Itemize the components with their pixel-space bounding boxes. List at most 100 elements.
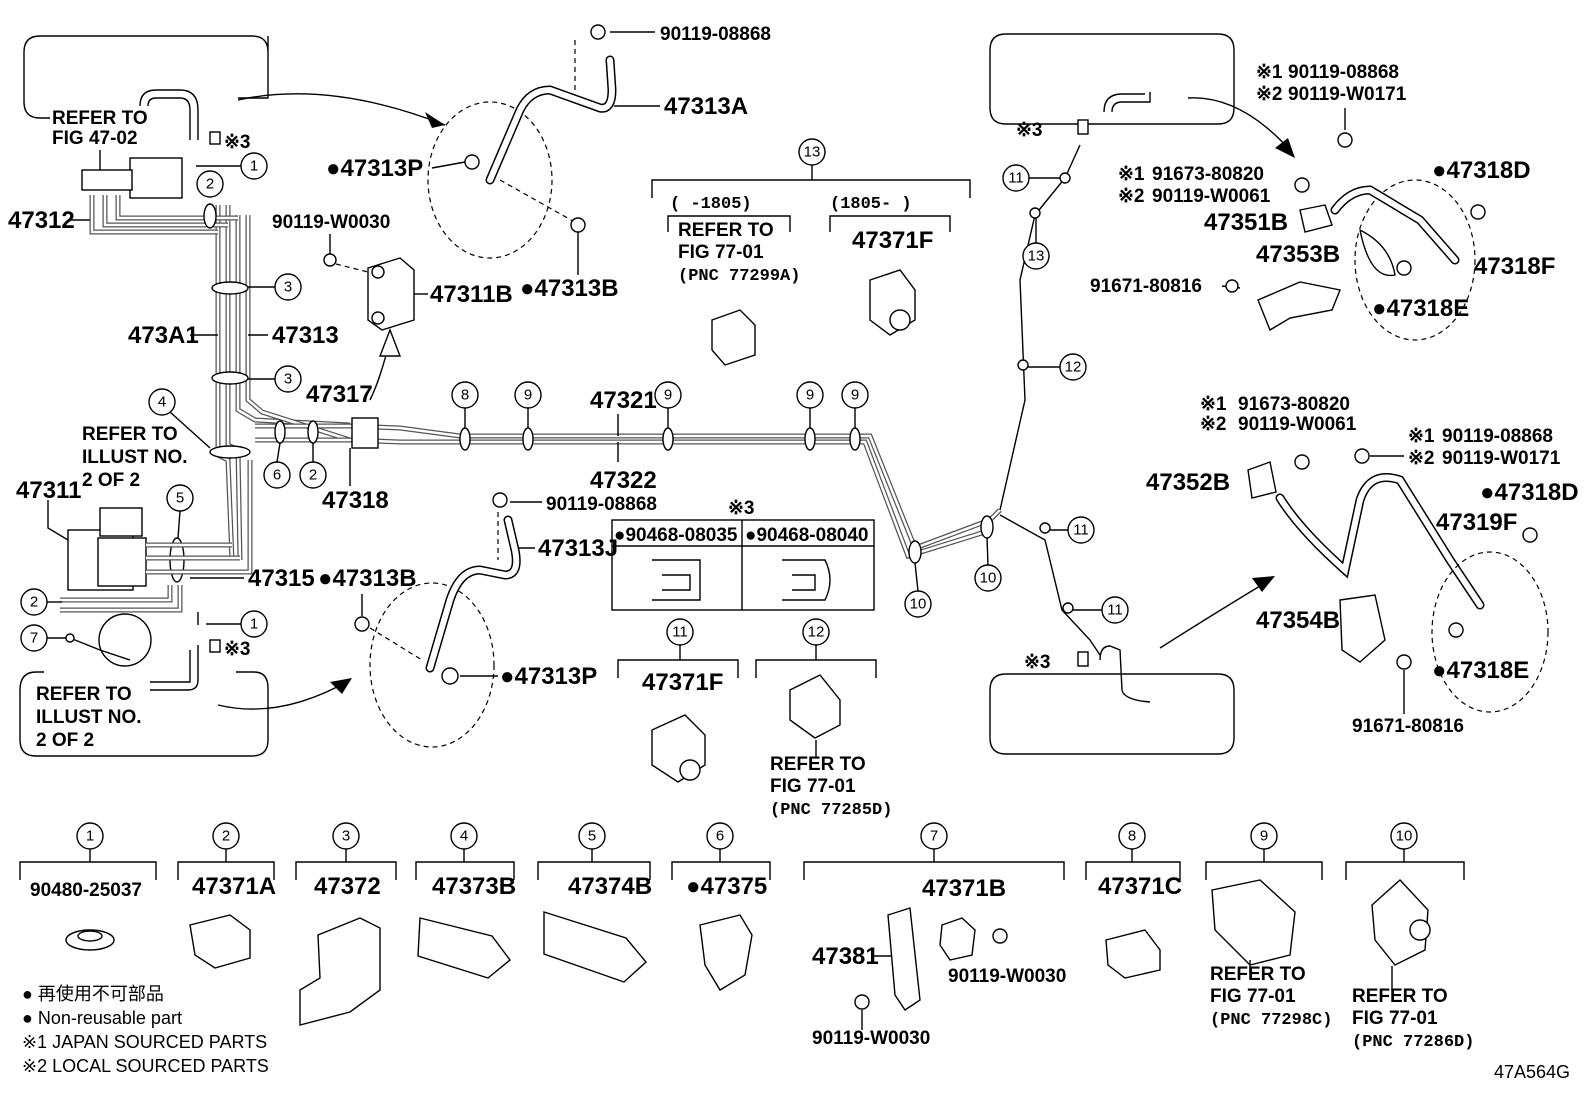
- refer-7701a-l1: REFER TO: [678, 220, 774, 241]
- brake-booster: [98, 613, 152, 667]
- label-90119-W0061-br: 90119-W0061: [1238, 414, 1357, 435]
- callouts: 1 2 3 3 4 5 6 2 2 7 1 8 9 9 9 9 10 10 11…: [20, 138, 1129, 652]
- label-47321: 47321: [590, 387, 657, 414]
- actuator-body: [129, 157, 183, 199]
- bottom-item-7: 7 47371B 47381 90119-W0030 90119-W0030: [803, 822, 1066, 1049]
- svg-text:5: 5: [588, 828, 596, 845]
- callout-12-right: 12: [1059, 353, 1087, 381]
- hose-47318F: [1330, 185, 1460, 265]
- label-90119-W0061-tr: 90119-W0061: [1152, 186, 1271, 207]
- svg-text:9: 9: [851, 387, 859, 404]
- svg-text:2: 2: [30, 594, 38, 611]
- refer-fig4702-line2: FIG 47-02: [52, 128, 138, 149]
- clip-mark3-bottom: [209, 639, 221, 653]
- callout-13-right: 13: [1022, 242, 1050, 270]
- label-90119-08868-br: 90119-08868: [1442, 426, 1553, 447]
- mark3-clip-table: ※3: [728, 498, 755, 519]
- svg-text:12: 12: [1065, 359, 1082, 376]
- svg-text:11: 11: [672, 624, 688, 641]
- label-47313B-mid: ●47313B: [318, 565, 417, 592]
- callout-2-mid: 2: [299, 461, 327, 489]
- bottom-part-90480-25037: 90480-25037: [30, 880, 142, 901]
- hose-47319F: [1275, 473, 1485, 610]
- callout-4: 4: [148, 388, 176, 416]
- detail-circle-rear-left: [369, 582, 495, 748]
- hose-47313J: [425, 515, 521, 673]
- label-47351B: 47351B: [1204, 209, 1288, 236]
- callout-3-lower: 3: [274, 365, 302, 393]
- bottom-part-47374B: 47374B: [568, 873, 652, 900]
- bottom-item-1: 1 90480-25037: [19, 822, 157, 951]
- svg-text:11: 11: [1008, 170, 1024, 187]
- mark-s1-br-b: ※1: [1408, 426, 1435, 447]
- refer-box-right-top: [989, 33, 1235, 125]
- callout-3-upper: 3: [274, 273, 302, 301]
- detail-circle-front-right: [1354, 179, 1476, 341]
- svg-text:8: 8: [1128, 828, 1136, 845]
- refer-7701d-pnc: (PNC 77286D): [1352, 1033, 1474, 1052]
- refer-box-right-bottom: [989, 673, 1235, 755]
- callout-11-a: 11: [1002, 164, 1030, 192]
- date-range-before: ( -1805): [670, 195, 752, 214]
- svg-text:10: 10: [1396, 828, 1413, 845]
- svg-text:11: 11: [1073, 522, 1089, 539]
- mark3-right-bottom: ※3: [1024, 652, 1051, 673]
- refer-illust-top-l1: REFER TO: [82, 424, 178, 445]
- svg-text:9: 9: [806, 387, 814, 404]
- mark3-right-top: ※3: [1016, 120, 1043, 141]
- arrow-up-to-47311B: [378, 328, 402, 357]
- svg-text:3: 3: [284, 371, 292, 388]
- bottom-item-10: 10 REFER TO FIG 77-01 (PNC 77286D): [1345, 822, 1474, 1052]
- callout-9-a: 9: [514, 381, 542, 409]
- callout-7: 7: [20, 624, 48, 652]
- mark-s2-tr-a: ※2: [1256, 84, 1283, 105]
- svg-text:9: 9: [664, 387, 672, 404]
- diagram-id: 47A564G: [1494, 1062, 1570, 1082]
- bracket-47352B: [1247, 461, 1277, 499]
- legend-non-reusable-jp: ● 再使用不可部品: [22, 984, 164, 1004]
- refer-7701d-l2: FIG 77-01: [1352, 1008, 1438, 1029]
- svg-text:7: 7: [930, 828, 938, 845]
- label-47318: 47318: [322, 487, 389, 514]
- label-47313: 47313: [272, 322, 339, 349]
- refer-box-illust-bottom: [19, 671, 269, 757]
- right-side-pipes: [999, 144, 1101, 656]
- arrow-to-rear-right: [1159, 579, 1271, 649]
- callout-6: 6: [263, 461, 291, 489]
- label-47312: 47312: [8, 207, 75, 234]
- refer-7701a-pnc: (PNC 77299A): [678, 267, 800, 286]
- label-90119-W0171-br: 90119-W0171: [1442, 448, 1561, 469]
- detail-circle-rear-right: [1431, 551, 1549, 713]
- svg-text:3: 3: [342, 828, 350, 845]
- label-47313B-top: ●47313B: [520, 275, 619, 302]
- refer-7701c-l1: REFER TO: [1210, 964, 1306, 985]
- bottom-item-9: 9 REFER TO FIG 77-01 (PNC 77298C): [1205, 822, 1332, 1030]
- callout-9-b: 9: [654, 381, 682, 409]
- bolt-top: [590, 24, 606, 40]
- label-47371F-top: 47371F: [852, 227, 933, 254]
- actuator-47311-top: [99, 507, 143, 537]
- bottom-part-90119-W0030-c: 90119-W0030: [812, 1028, 930, 1049]
- svg-text:10: 10: [910, 596, 927, 613]
- svg-text:2: 2: [309, 467, 317, 484]
- svg-text:1: 1: [250, 158, 258, 175]
- clip-shape-08035: [652, 559, 701, 601]
- callout-10-b: 10: [974, 564, 1002, 592]
- label-47354B: 47354B: [1256, 607, 1340, 634]
- label-47311: 47311: [16, 477, 81, 504]
- pipe-joint-47318: [351, 417, 379, 449]
- refer-illust-bottom-l2: ILLUST NO.: [36, 707, 142, 728]
- bottom-part-47371B: 47371B: [922, 875, 1006, 902]
- actuator-hose-top: [147, 97, 191, 140]
- callout-8: 8: [451, 381, 479, 409]
- svg-text:1: 1: [86, 828, 94, 845]
- callout-9-d: 9: [841, 381, 869, 409]
- mark-s1-tr-b: ※1: [1118, 164, 1145, 185]
- svg-text:9: 9: [524, 387, 532, 404]
- mark-s1-br-a: ※1: [1200, 394, 1227, 415]
- refer-7701c-pnc: (PNC 77298C): [1210, 1011, 1332, 1030]
- mark-s2-br-b: ※2: [1408, 448, 1435, 469]
- label-47313A: 47313A: [664, 93, 748, 120]
- callout-12-mid: 12: [802, 618, 830, 646]
- bottom-item-8: 8 47371C: [1085, 822, 1182, 979]
